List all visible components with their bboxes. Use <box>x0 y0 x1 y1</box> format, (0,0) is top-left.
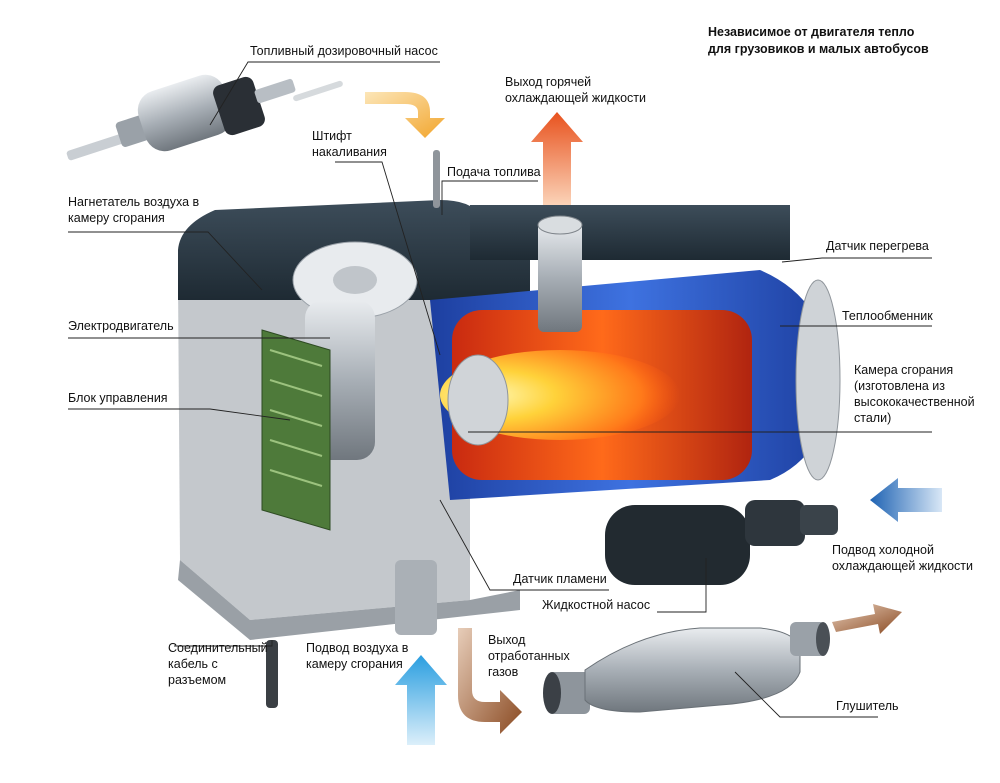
label-combustion-chamber: Камера сгорания (изготовлена из высокока… <box>854 363 975 425</box>
label-flame-sensor: Датчик пламени <box>513 572 607 586</box>
heater-body <box>178 150 841 708</box>
label-glow-pin: Штифт накаливания <box>312 129 387 159</box>
label-air-blower: Нагнетатель воздуха в камеру сгорания <box>68 195 200 225</box>
label-cable: Соединительный кабель с разъемом <box>168 641 268 687</box>
leader-control-unit <box>68 408 291 421</box>
leader-fuel-pump <box>209 61 440 126</box>
muffler-illustration <box>543 622 830 714</box>
exhaust-out-arrow <box>458 628 522 734</box>
label-cold-coolant-in: Подвод холодной охлаждающей жидкости <box>832 543 973 573</box>
leader-lines <box>68 61 932 718</box>
label-fuel-pump: Топливный дозировочный насос <box>250 44 438 58</box>
label-liquid-pump: Жидкостной насос <box>542 598 651 612</box>
leader-glow-pin <box>335 161 441 356</box>
cold-coolant-arrow <box>870 478 942 522</box>
label-heat-exchanger: Теплообменник <box>842 309 933 323</box>
label-fuel-supply: Подача топлива <box>447 165 541 179</box>
label-air-intake: Подвод воздуха в камеру сгорания <box>306 641 409 671</box>
leader-air-blower <box>68 231 263 291</box>
label-electric-motor: Электродвигатель <box>68 319 174 333</box>
fuel-pump-illustration <box>66 74 343 161</box>
hot-coolant-arrow <box>531 112 583 205</box>
label-muffler: Глушитель <box>836 699 899 713</box>
label-hot-coolant-out: Выход горячей охлаждающей жидкости <box>505 75 646 105</box>
leader-flame-sensor <box>439 499 609 591</box>
leader-muffler <box>734 671 878 718</box>
leader-cable <box>174 640 273 647</box>
fuel-arrow <box>365 92 445 138</box>
leader-liquid-pump <box>657 558 707 613</box>
label-overheat-sensor: Датчик перегрева <box>826 239 929 253</box>
leader-overheat <box>781 257 932 263</box>
air-intake-arrow <box>395 655 447 745</box>
exhaust-flow-arrow <box>832 604 902 634</box>
leader-fuel-supply <box>441 180 538 215</box>
diagram-title: Независимое от двигателя тепло для грузо… <box>708 25 929 56</box>
label-control-unit: Блок управления <box>68 391 168 405</box>
label-exhaust-out: Выход отработанных газов <box>488 633 570 679</box>
